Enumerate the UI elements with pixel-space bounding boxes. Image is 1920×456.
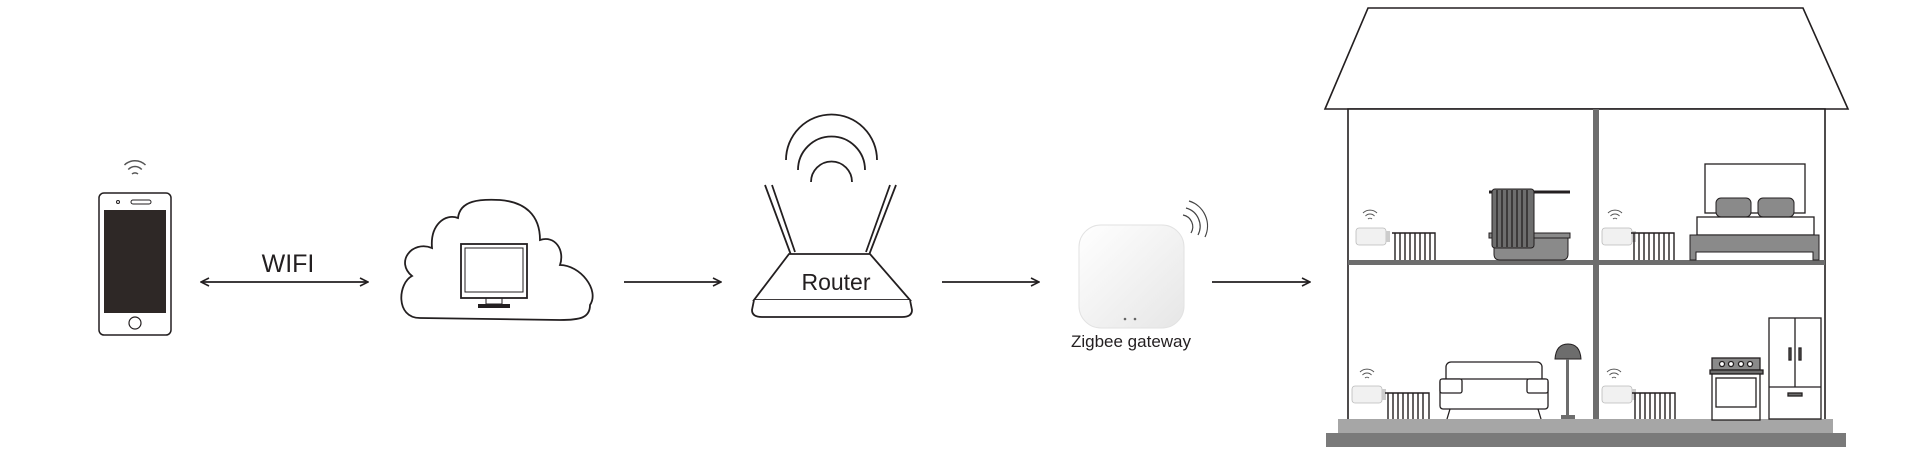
router-label: Router — [801, 269, 870, 295]
fridge-icon — [1768, 317, 1822, 420]
radiator-living-room — [1385, 392, 1430, 419]
roof — [1323, 7, 1850, 110]
wifi-label: WIFI — [262, 250, 315, 278]
radiator-kitchen — [1632, 392, 1676, 419]
floor-lamp-icon — [1554, 343, 1582, 419]
cloud-server-icon — [400, 198, 594, 321]
radiator-bathroom — [1392, 232, 1436, 260]
floor-divider — [1348, 260, 1825, 265]
stove-icon — [1709, 357, 1764, 421]
ground — [1338, 419, 1833, 433]
wifi-signal-icon — [123, 159, 147, 175]
router-icon — [751, 113, 913, 318]
gateway-label: Zigbee gateway — [1071, 332, 1192, 351]
zigbee-gateway-icon — [1078, 200, 1209, 329]
bed-icon — [1689, 163, 1820, 261]
radiator-bedroom — [1631, 232, 1675, 260]
sofa-icon — [1439, 361, 1549, 420]
house-illustration — [1323, 7, 1850, 447]
smartphone-icon — [98, 159, 172, 336]
bathtub-icon — [1488, 188, 1571, 261]
